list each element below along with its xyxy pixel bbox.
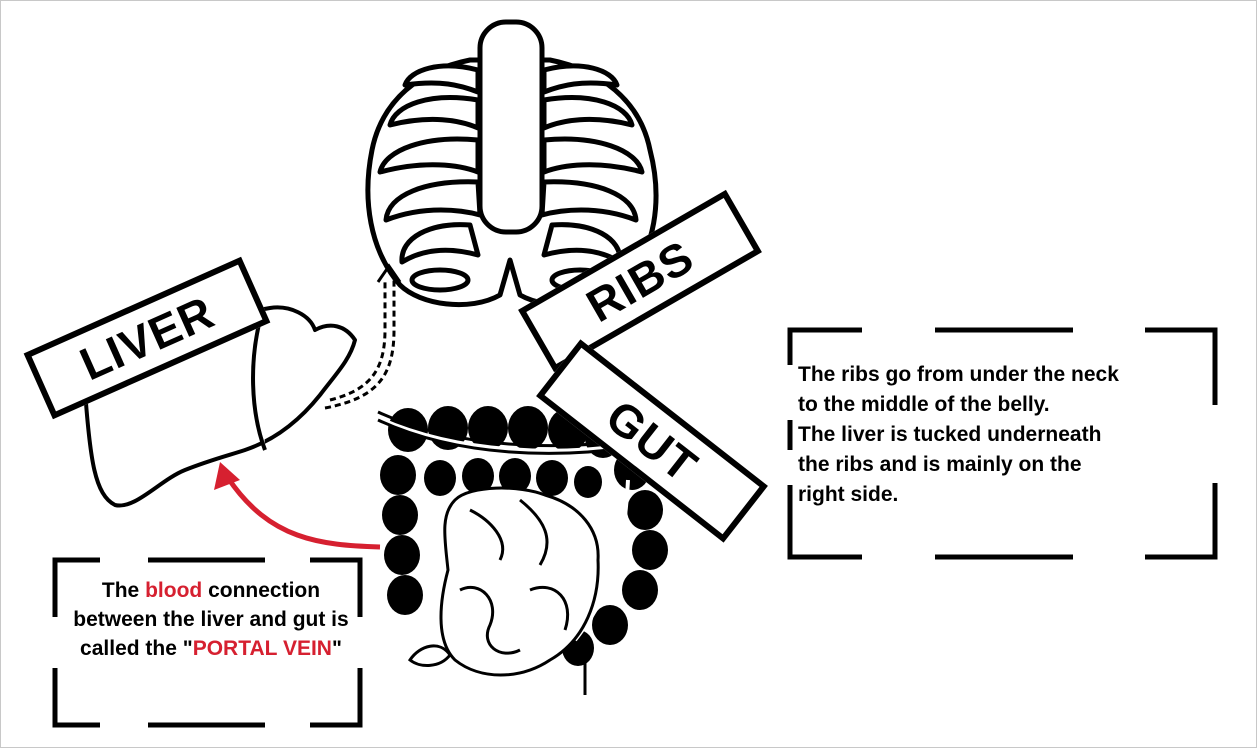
ribs-liver-explanation: The ribs go from under the neck to the m…	[798, 360, 1218, 510]
blood-highlight: blood	[145, 579, 202, 602]
explanation-line: The ribs go from under the neck	[798, 360, 1218, 390]
portal-vein-note: The blood connection between the liver a…	[60, 576, 362, 663]
note-text: The	[102, 579, 145, 602]
explanation-line: to the middle of the belly.	[798, 390, 1218, 420]
explanation-line: The liver is tucked underneath	[798, 420, 1218, 450]
portal-vein-arrow	[214, 462, 380, 547]
explanation-line: right side.	[798, 480, 1218, 510]
portal-vein-highlight: PORTAL VEIN	[193, 637, 332, 660]
explanation-line: the ribs and is mainly on the	[798, 450, 1218, 480]
note-text: "	[332, 637, 342, 660]
